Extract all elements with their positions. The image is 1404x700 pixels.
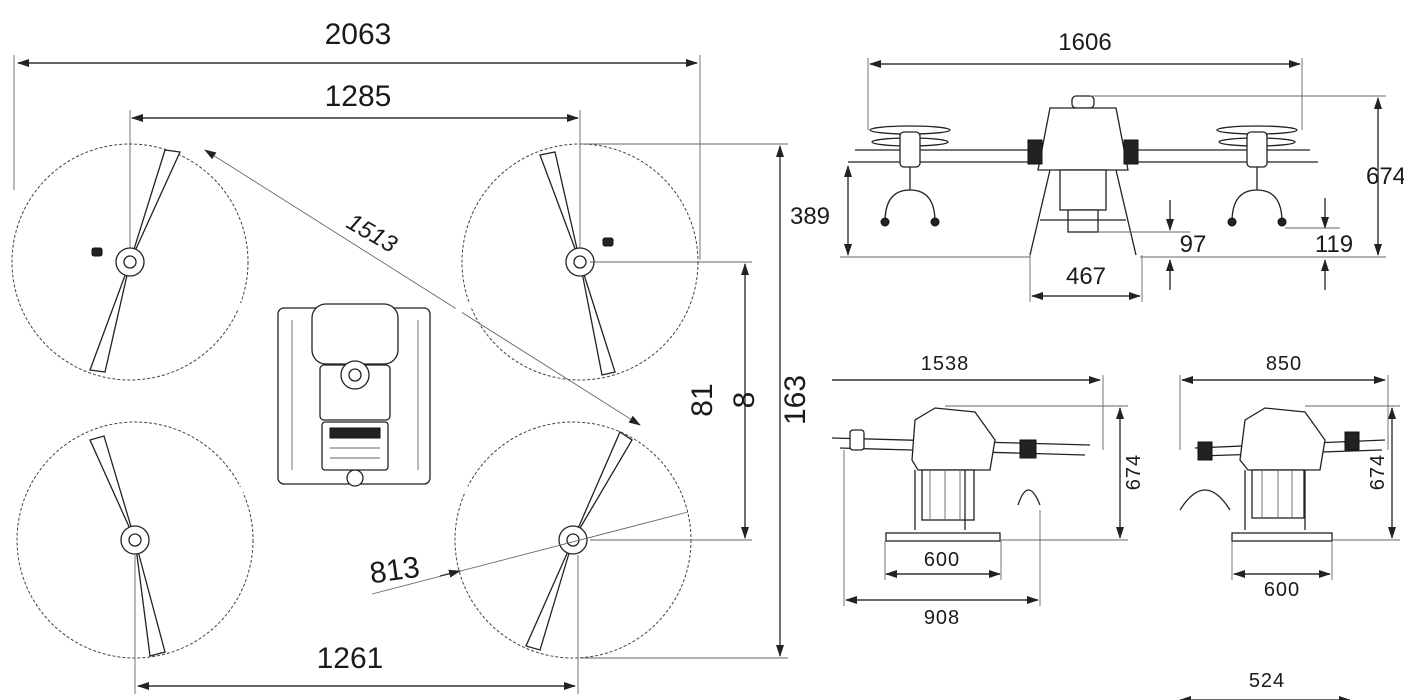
dim-skid-width: 467: [1066, 263, 1106, 290]
top-view: 2063 1285 1513: [11, 18, 812, 694]
dim-inner-vertical-a: 81: [686, 383, 719, 416]
side-view-left: 1538 674 600 908: [831, 353, 1145, 629]
dim-side-right-height: 674: [1367, 454, 1389, 490]
side-view-right: 850 674 600 524: [1179, 353, 1400, 700]
drone-body-side-right: [1179, 407, 1386, 542]
front-view: 1606 674: [790, 29, 1404, 302]
dim-inner-vertical-b: 8: [728, 392, 761, 409]
dim-side-left-base: 908: [924, 607, 960, 629]
propeller-blades: [89, 149, 633, 657]
dim-side-right-skid: 600: [1264, 579, 1300, 601]
dim-front-height: 674: [1366, 163, 1404, 190]
dim-prop-radius: 813: [368, 551, 422, 591]
dim-side-left-skid: 600: [924, 549, 960, 571]
dim-clearance-a: 97: [1180, 231, 1207, 258]
dim-motor-span-top: 1285: [325, 80, 392, 113]
dim-side-right-width: 850: [1266, 353, 1302, 375]
dim-side-left-height: 674: [1123, 454, 1145, 490]
dim-front-width: 1606: [1058, 29, 1111, 56]
dim-overall-width: 2063: [325, 18, 392, 51]
dim-line-diagonal: [204, 149, 641, 426]
dim-side-right-base: 524: [1249, 670, 1285, 692]
drone-body-side-left: [831, 407, 1091, 542]
dim-side-left-width: 1538: [921, 353, 970, 375]
dim-line-prop-radius: [371, 511, 689, 595]
dim-clearance-b: 119: [1315, 231, 1353, 258]
drone-body-front: [1027, 95, 1139, 256]
dim-diagonal: 1513: [342, 208, 402, 258]
dim-leg-height: 389: [790, 203, 830, 230]
drone-body-top: [277, 303, 431, 487]
dim-height: 163: [779, 375, 812, 425]
dim-motor-span-bottom: 1261: [317, 642, 384, 675]
